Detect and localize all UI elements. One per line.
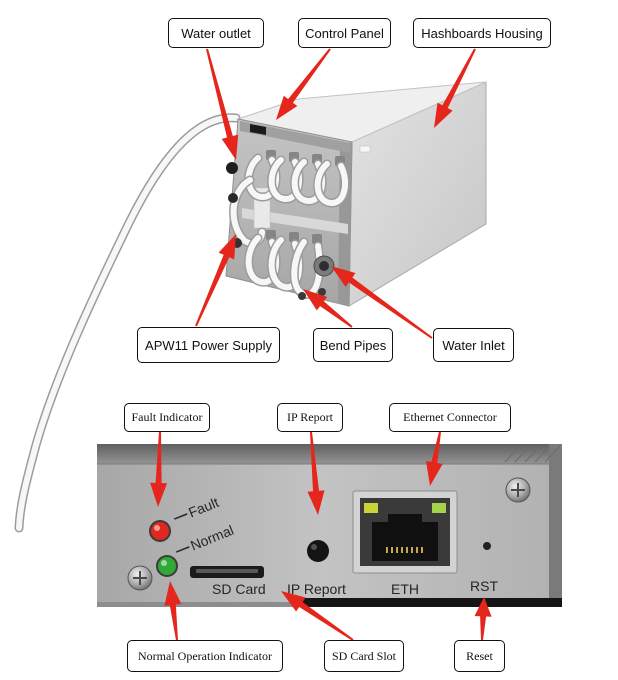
pipe-connector [312, 234, 322, 244]
panel-face [97, 464, 549, 602]
fault-led [149, 520, 171, 542]
ip-report-button-cap [307, 540, 329, 562]
ethernet-activity-led [432, 503, 446, 513]
label-water-outlet: Water outlet [168, 18, 264, 48]
apw11-power-supply-arrow [195, 234, 236, 327]
normal-led-lens [158, 557, 176, 575]
rst-marking: RST [470, 578, 498, 594]
outlet-fitting [228, 193, 238, 203]
screw-bottom-left [127, 565, 153, 591]
normal-led-glint [161, 560, 167, 566]
reset-arrow [474, 597, 492, 640]
rib [504, 445, 521, 463]
ip-report-button-glint [311, 544, 317, 550]
rib [544, 445, 561, 463]
control-panel-photo: Fault Normal SD Card IP Report [97, 444, 562, 607]
pin [391, 547, 393, 553]
pin [411, 547, 413, 553]
panel-right-edge [549, 444, 562, 607]
control-panel-port [250, 124, 266, 135]
normal-marking-dash [175, 546, 190, 553]
pin [421, 547, 423, 553]
fault-marking-dash [173, 513, 188, 520]
pin [396, 547, 398, 553]
pin [406, 547, 408, 553]
ip-report-button [307, 540, 329, 562]
pipe-end-fitting [298, 292, 306, 300]
ethernet-pins [386, 547, 423, 553]
top-bend-pipes [229, 153, 350, 248]
label-bend-pipes: Bend Pipes [313, 328, 393, 362]
pipe-connector [266, 230, 276, 240]
panel-bottom-slot [300, 598, 562, 607]
pin [416, 547, 418, 553]
screw-top-right [505, 477, 531, 503]
water-outlet-arrow [206, 48, 239, 161]
label-hashboards-housing: Hashboards Housing [413, 18, 551, 48]
panel-top-rim [97, 444, 562, 466]
callout-arrows [150, 48, 492, 641]
rib [534, 445, 551, 463]
reset-hole [483, 542, 491, 550]
fault-led-lens [151, 522, 169, 540]
water-inlet-fitting [313, 255, 335, 277]
normal-operation-indicator-arrow [164, 581, 182, 641]
sd-card-slot [190, 566, 264, 578]
hashboards-housing-arrow [434, 48, 476, 128]
ip-report-marking: IP Report [287, 581, 346, 597]
panel-ribbed-corner [504, 445, 561, 463]
sd-slot-opening [196, 569, 258, 573]
label-apw11-power-supply: APW11 Power Supply [137, 327, 280, 363]
sd-card-slot-arrow [281, 591, 354, 641]
fault-led-glint [154, 525, 160, 531]
pipe-end-fitting [318, 288, 326, 296]
pin [401, 547, 403, 553]
sd-card-marking: SD Card [212, 581, 266, 597]
water-outlet-hose-core [16, 114, 239, 531]
pipe-connector [289, 232, 299, 242]
water-inlet-arrow [331, 266, 433, 339]
eth-marking: ETH [391, 581, 419, 597]
bend-pipe-core [314, 161, 349, 206]
label-fault-indicator: Fault Indicator [124, 403, 210, 432]
ethernet-link-led [364, 503, 378, 513]
miner-unit [14, 81, 487, 533]
control-panel-arrow [276, 48, 331, 120]
label-ip-report: IP Report [277, 403, 343, 432]
fault-indicator-arrow [150, 432, 168, 507]
normal-led [156, 555, 178, 577]
inlet-fitting-core [319, 261, 329, 271]
label-normal-operation-indicator: Normal Operation Indicator [127, 640, 283, 672]
rib [514, 445, 531, 463]
bend-pipes-arrow [303, 289, 353, 328]
control-panel-strip [240, 121, 350, 153]
label-water-inlet: Water Inlet [433, 328, 514, 362]
label-reset: Reset [454, 640, 505, 672]
pin [386, 547, 388, 553]
ethernet-port [352, 490, 458, 574]
outlet-fitting [226, 162, 238, 174]
rib [524, 445, 541, 463]
ethernet-connector-arrow [426, 431, 443, 486]
label-control-panel: Control Panel [298, 18, 391, 48]
label-ethernet-connector: Ethernet Connector [389, 403, 511, 432]
ip-report-arrow [307, 431, 325, 515]
housing-sticker [359, 145, 371, 153]
label-sd-card-slot: SD Card Slot [324, 640, 404, 672]
